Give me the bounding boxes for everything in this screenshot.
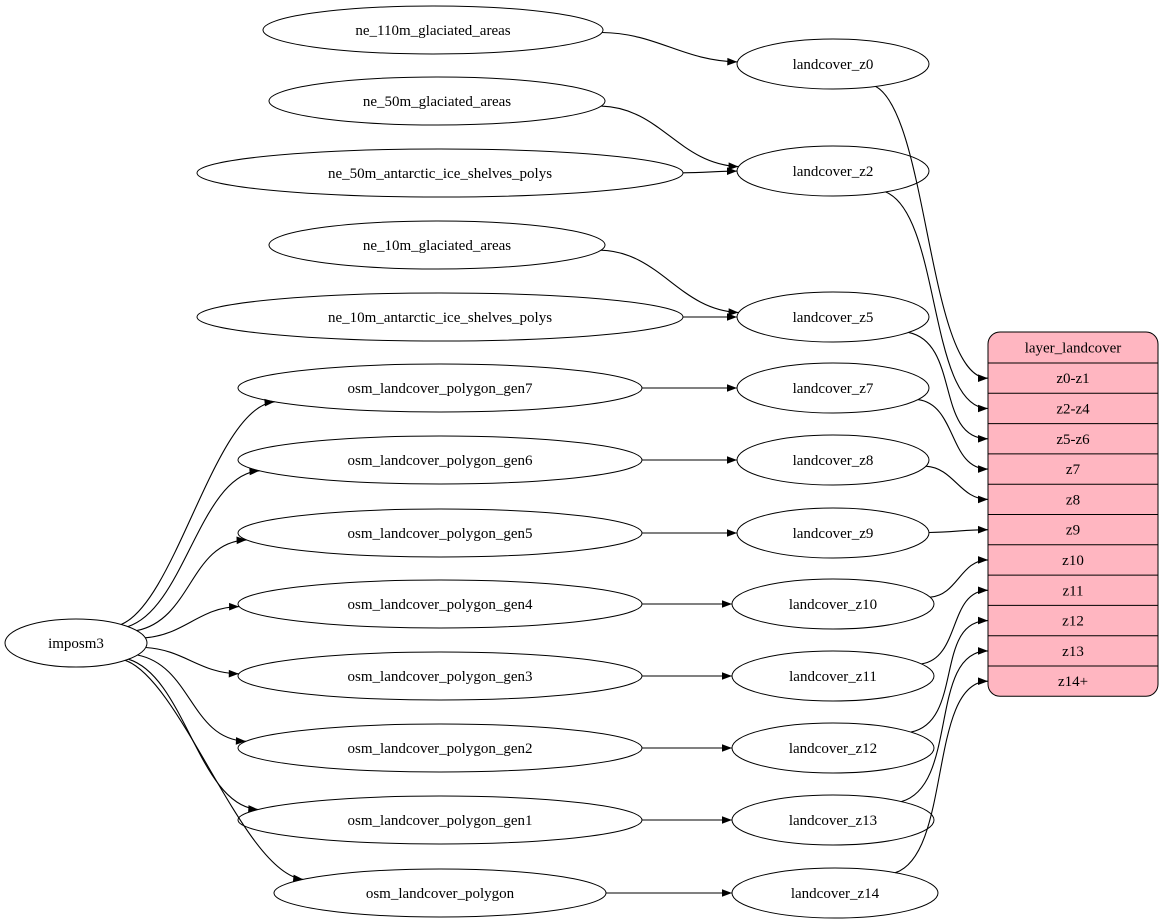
table-row-label: z9 xyxy=(1066,523,1080,539)
graph-node-osm_landcover_polygon_gen2: osm_landcover_polygon_gen2 xyxy=(237,723,643,773)
graph-node-landcover_z2: landcover_z2 xyxy=(736,145,930,197)
table-title: layer_landcover xyxy=(1025,341,1122,357)
node-label: landcover_z0 xyxy=(793,57,874,73)
graph-node-landcover_z14: landcover_z14 xyxy=(731,867,939,919)
table-row-label: z2-z4 xyxy=(1056,401,1090,417)
graph-node-landcover_z7: landcover_z7 xyxy=(736,362,930,414)
graph-node-ne_110m_glaciated_areas: ne_110m_glaciated_areas xyxy=(262,5,604,55)
edge-imposm3-to-osm_landcover_polygon_gen7 xyxy=(120,398,275,626)
node-label: landcover_z14 xyxy=(791,886,880,902)
table-row-label: z10 xyxy=(1062,553,1084,569)
edge-landcover_z5-to-row:2 xyxy=(908,331,989,443)
node-ellipse xyxy=(268,220,606,270)
node-label: imposm3 xyxy=(48,636,104,652)
edge-imposm3-to-osm_landcover_polygon_gen2 xyxy=(137,654,246,745)
table-row-label: z11 xyxy=(1062,583,1083,599)
graph-node-landcover_z11: landcover_z11 xyxy=(731,650,935,702)
edge-ne_50m_antarctic_ice_shelves_polys-to-landcover_z2 xyxy=(682,167,738,175)
node-ellipse xyxy=(262,5,604,55)
graph-node-osm_landcover_polygon: osm_landcover_polygon xyxy=(273,868,607,918)
graph-node-ne_50m_glaciated_areas: ne_50m_glaciated_areas xyxy=(268,76,606,126)
graph-node-osm_landcover_polygon_gen7: osm_landcover_polygon_gen7 xyxy=(237,363,643,413)
node-label: landcover_z12 xyxy=(789,741,877,757)
node-ellipse xyxy=(268,76,606,126)
graph-node-landcover_z9: landcover_z9 xyxy=(736,507,930,559)
edge-landcover_z8-to-row:4 xyxy=(925,465,989,504)
edge-ne_10m_glaciated_areas-to-landcover_z5 xyxy=(600,249,739,316)
edge-landcover_z12-to-row:8 xyxy=(910,616,989,733)
graph-node-osm_landcover_polygon_gen3: osm_landcover_polygon_gen3 xyxy=(237,651,643,701)
node-label: osm_landcover_polygon xyxy=(366,886,515,902)
node-label: osm_landcover_polygon_gen2 xyxy=(348,741,533,757)
graph-node-landcover_z12: landcover_z12 xyxy=(731,722,935,774)
node-label: osm_landcover_polygon_gen1 xyxy=(348,813,533,829)
node-label: landcover_z2 xyxy=(793,164,874,180)
node-label: osm_landcover_polygon_gen5 xyxy=(348,526,533,542)
node-label: ne_10m_glaciated_areas xyxy=(363,238,511,254)
edge-imposm3-to-osm_landcover_polygon_gen6 xyxy=(127,467,260,628)
graph-node-ne_10m_antarctic_ice_shelves_polys: ne_10m_antarctic_ice_shelves_polys xyxy=(196,292,684,342)
graph-node-osm_landcover_polygon_gen5: osm_landcover_polygon_gen5 xyxy=(237,508,643,558)
graph-node-imposm3: imposm3 xyxy=(4,618,148,668)
table-row-label: z12 xyxy=(1062,614,1084,630)
edge-ne_50m_glaciated_areas-to-landcover_z2 xyxy=(601,105,739,170)
graph-node-landcover_z10: landcover_z10 xyxy=(731,578,935,630)
edge-landcover_z11-to-row:7 xyxy=(921,586,989,665)
table-row-label: z0-z1 xyxy=(1056,371,1089,387)
node-label: landcover_z7 xyxy=(793,381,874,397)
edge-landcover_z10-to-row:6 xyxy=(930,556,989,598)
graph-node-landcover_z0: landcover_z0 xyxy=(736,38,930,90)
edge-imposm3-to-osm_landcover_polygon xyxy=(125,659,304,883)
graph-node-landcover_z13: landcover_z13 xyxy=(731,794,935,846)
edge-landcover_z9-to-row:5 xyxy=(928,525,989,534)
table-layer_landcover: layer_landcover z0-z1 z2-z4 z5-z6 z7 z8 z9 z10 z… xyxy=(987,331,1159,697)
node-label: landcover_z11 xyxy=(789,669,877,685)
node-ellipse xyxy=(736,145,930,197)
edge-landcover_z2-to-row:1 xyxy=(885,191,989,413)
node-label: landcover_z13 xyxy=(789,813,877,829)
table-row-label: z5-z6 xyxy=(1056,432,1090,448)
node-label: landcover_z10 xyxy=(789,597,877,613)
node-label: ne_50m_antarctic_ice_shelves_polys xyxy=(328,166,552,182)
graph-node-osm_landcover_polygon_gen4: osm_landcover_polygon_gen4 xyxy=(237,579,643,629)
edge-imposm3-to-osm_landcover_polygon_gen1 xyxy=(128,658,259,813)
graph-node-landcover_z8: landcover_z8 xyxy=(736,434,930,486)
table-row-label: z7 xyxy=(1066,462,1081,478)
node-label: ne_10m_antarctic_ice_shelves_polys xyxy=(328,310,552,326)
graph-node-ne_50m_antarctic_ice_shelves_polys: ne_50m_antarctic_ice_shelves_polys xyxy=(196,148,684,198)
node-label: landcover_z5 xyxy=(793,310,874,326)
edge-imposm3-to-osm_landcover_polygon_gen5 xyxy=(136,536,247,632)
edge-landcover_z14-to-row:10 xyxy=(895,677,989,874)
edge-ne_110m_glaciated_areas-to-landcover_z0 xyxy=(602,31,738,66)
table-row-label: z8 xyxy=(1066,492,1080,508)
edge-landcover_z13-to-row:9 xyxy=(901,647,989,803)
node-label: osm_landcover_polygon_gen4 xyxy=(348,597,533,613)
table-row-label: z14+ xyxy=(1058,674,1088,690)
edge-landcover_z7-to-row:3 xyxy=(918,399,989,473)
graph-node-landcover_z5: landcover_z5 xyxy=(736,291,930,343)
node-label: osm_landcover_polygon_gen7 xyxy=(348,381,533,397)
node-label: osm_landcover_polygon_gen6 xyxy=(348,453,533,469)
node-label: osm_landcover_polygon_gen3 xyxy=(348,669,533,685)
graph-node-ne_10m_glaciated_areas: ne_10m_glaciated_areas xyxy=(268,220,606,270)
node-label: landcover_z8 xyxy=(793,453,874,469)
edge-imposm3-to-osm_landcover_polygon_gen4 xyxy=(145,602,240,639)
graph-node-osm_landcover_polygon_gen1: osm_landcover_polygon_gen1 xyxy=(237,795,643,845)
graph-node-osm_landcover_polygon_gen6: osm_landcover_polygon_gen6 xyxy=(237,435,643,485)
node-label: ne_50m_glaciated_areas xyxy=(363,94,511,110)
edge-imposm3-to-osm_landcover_polygon_gen3 xyxy=(145,646,239,678)
node-label: landcover_z9 xyxy=(793,526,874,542)
node-label: ne_110m_glaciated_areas xyxy=(355,23,510,39)
table-row-label: z13 xyxy=(1062,644,1084,660)
node-ellipse xyxy=(4,618,148,668)
edge-landcover_z0-to-row:0 xyxy=(875,85,989,382)
